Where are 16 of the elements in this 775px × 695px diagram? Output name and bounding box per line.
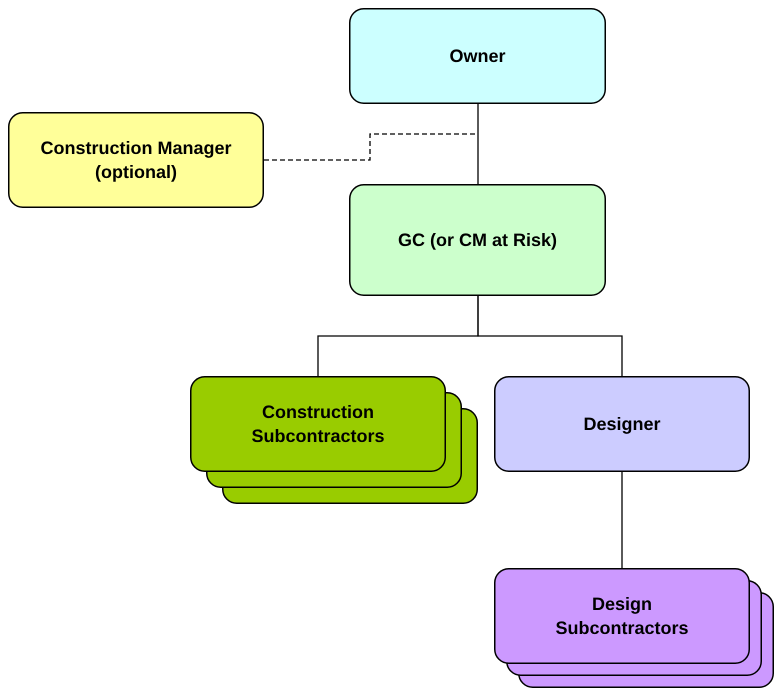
role-label: Design Subcontractors — [554, 593, 690, 640]
role-label: Construction Subcontractors — [250, 401, 386, 448]
dashed-connector — [264, 133, 478, 161]
role-label: Owner — [449, 45, 506, 68]
role-box — [349, 8, 607, 105]
connector-line — [621, 472, 623, 568]
role-label: Construction Manager (optional) — [39, 137, 232, 184]
role-box — [494, 376, 751, 473]
stacked-role-boxes — [494, 568, 775, 689]
stacked-role-boxes — [190, 376, 479, 505]
connector-line — [477, 104, 479, 184]
role-label: GC (or CM at Risk) — [398, 229, 557, 252]
role-label: Designer — [583, 413, 661, 436]
role-box — [8, 112, 265, 209]
connector-line — [477, 296, 623, 376]
role-box — [349, 184, 607, 297]
